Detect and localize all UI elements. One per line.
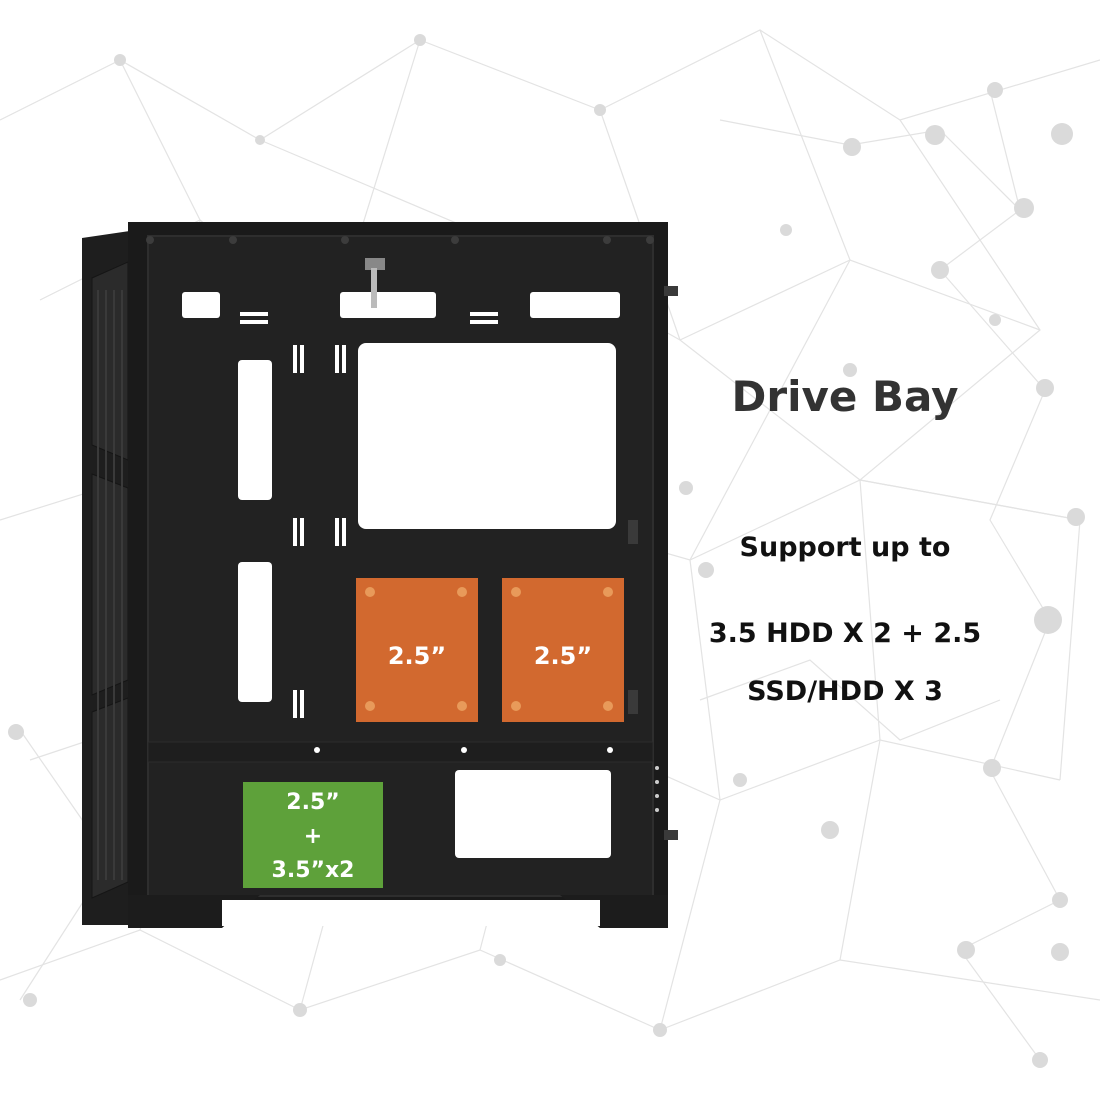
spec-line-1: 3.5 HDD X 2 + 2.5 [708,618,982,649]
ssd-bay-right-label: 2.5” [533,642,593,670]
hdd-cage [243,782,383,888]
hdd-cage-label-line3: 3.5”x2 [271,858,355,883]
cpu-cutout [358,343,616,529]
page-title: Drive Bay [731,372,959,421]
front-mesh [91,261,129,899]
spec-line-2: SSD/HDD X 3 [747,676,943,707]
psu-shroud [147,741,654,763]
support-text: Support up to [739,532,951,563]
ssd-bay-left [356,578,478,722]
hdd-cage-label-line1: 2.5” [286,790,340,815]
ssd-bay-right [502,578,624,722]
hdd-cage-label-line2: + [303,824,323,849]
ssd-bay-left-label: 2.5” [387,642,447,670]
psu-cutout [455,770,611,858]
